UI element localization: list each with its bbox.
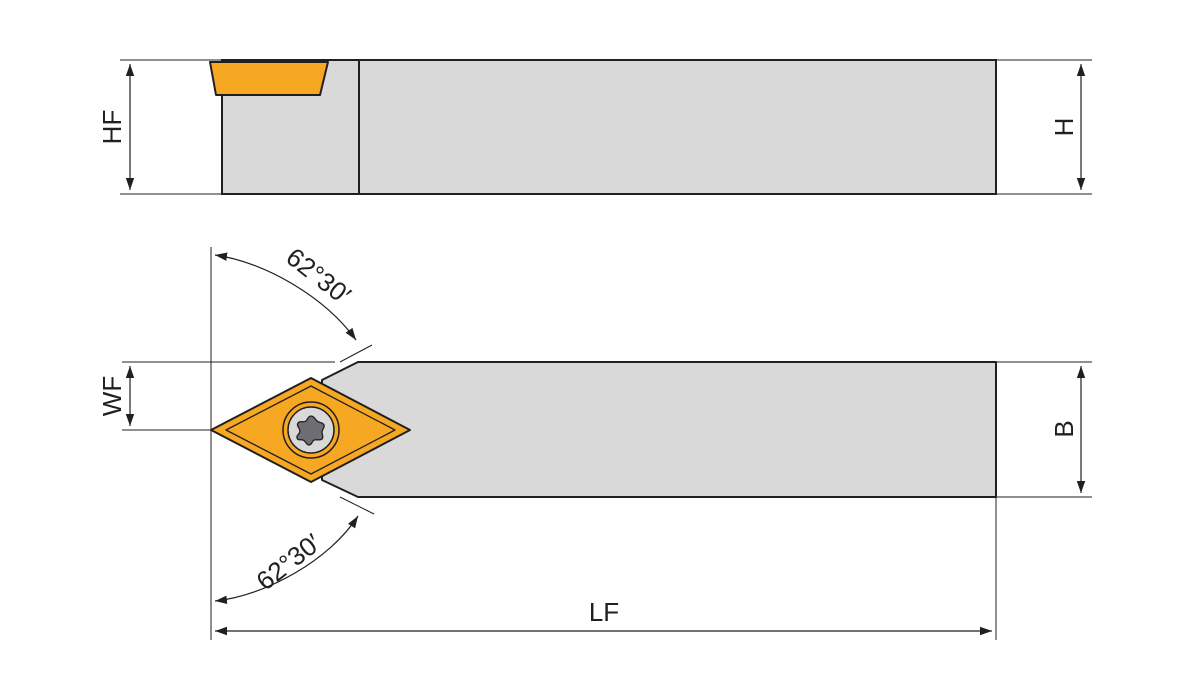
torx-screw-icon bbox=[282, 401, 340, 459]
holder-shank-side bbox=[221, 59, 997, 195]
angle-dimension-bottom: 62°30′ bbox=[214, 496, 375, 604]
lf-dimension: LF bbox=[210, 247, 997, 640]
holder-shank-top bbox=[321, 361, 997, 498]
lf-label: LF bbox=[589, 597, 619, 627]
hf-dimension: HF bbox=[97, 59, 222, 195]
b-label: B bbox=[1049, 420, 1079, 437]
angle-label-top: 62°30′ bbox=[280, 242, 356, 311]
insert-top-view bbox=[210, 377, 411, 483]
wf-dimension: WF bbox=[97, 361, 335, 431]
h-dimension: H bbox=[996, 59, 1092, 195]
torx-star bbox=[296, 415, 325, 446]
h-label: H bbox=[1049, 118, 1079, 137]
side-view bbox=[209, 59, 997, 195]
hf-label: HF bbox=[97, 110, 127, 145]
top-view bbox=[210, 361, 997, 498]
insert-side-view bbox=[209, 61, 329, 96]
angle-dimension-top: 62°30′ bbox=[214, 242, 373, 363]
angle-label-bottom: 62°30′ bbox=[250, 528, 326, 597]
insert-inner-rhombus bbox=[225, 385, 396, 475]
b-dimension: B bbox=[996, 361, 1092, 498]
wf-label: WF bbox=[97, 376, 127, 416]
